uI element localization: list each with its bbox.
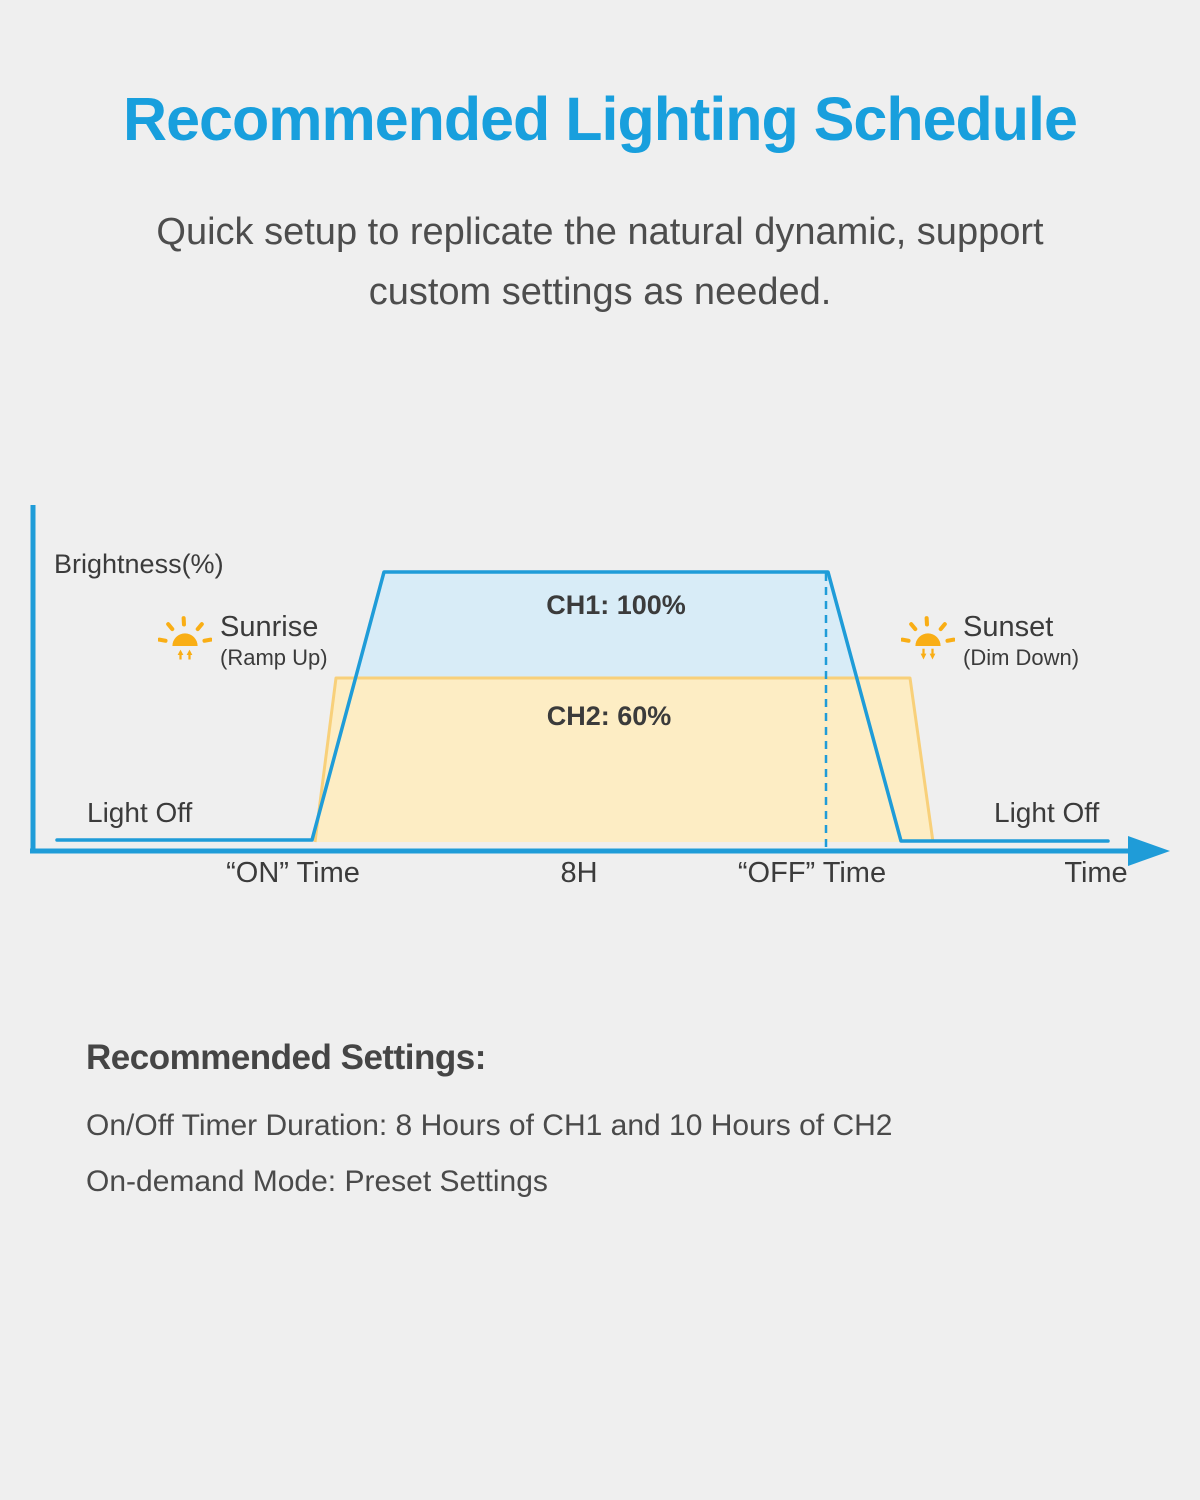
settings-heading: Recommended Settings: — [86, 1038, 486, 1077]
settings-line-timer: On/Off Timer Duration: 8 Hours of CH1 an… — [86, 1109, 893, 1142]
sunset-sublabel: (Dim Down) — [963, 645, 1080, 670]
ch1-curve — [55, 570, 1110, 843]
x-tick-off-time: “OFF” Time — [737, 857, 887, 889]
y-axis-label: Brightness(%) — [54, 549, 224, 579]
subtitle-line-1: Quick setup to replicate the natural dyn… — [156, 211, 1044, 253]
light-off-left-label: Light Off — [87, 797, 193, 828]
settings-line-mode: On-demand Mode: Preset Settings — [86, 1165, 548, 1198]
x-axis-label: Time — [1064, 857, 1128, 889]
sunset-label: Sunset — [963, 611, 1054, 643]
sunrise-text: Sunrise (Ramp Up) — [220, 610, 328, 672]
subtitle-line-2: custom settings as needed. — [368, 271, 832, 313]
sunset-icon — [901, 616, 955, 660]
schedule-plot — [30, 505, 1170, 866]
sunrise-icon — [158, 616, 212, 660]
ch2-area — [313, 676, 935, 843]
sunrise-label: Sunrise — [220, 611, 319, 643]
x-tick-8h: 8H — [560, 857, 598, 889]
sunrise-annotation: Sunrise (Ramp Up) — [158, 610, 328, 672]
recommended-settings-section: Recommended Settings: On/Off Timer Durat… — [86, 1038, 892, 1199]
ch1-series-label: CH1: 100% — [546, 590, 686, 620]
x-tick-on-time: “ON” Time — [226, 857, 360, 889]
page-title: Recommended Lighting Schedule — [123, 85, 1078, 153]
ch2-series-label: CH2: 60% — [546, 701, 672, 731]
sunset-annotation: Sunset (Dim Down) — [901, 610, 1079, 672]
x-axis-arrowhead — [1128, 836, 1170, 866]
light-off-right-label: Light Off — [994, 797, 1100, 828]
sunset-text: Sunset (Dim Down) — [963, 610, 1079, 672]
page-subtitle: Quick setup to replicate the natural dyn… — [0, 202, 1200, 322]
sunrise-sublabel: (Ramp Up) — [220, 645, 328, 670]
